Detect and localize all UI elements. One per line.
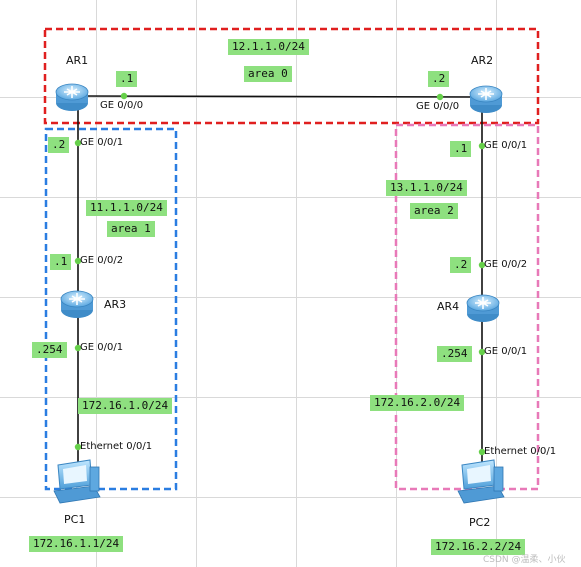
- host-id-ar3-g002: .1: [50, 254, 72, 270]
- device-name-pc2: PC2: [469, 516, 491, 529]
- interface-label-pc2-eth: Ethernet 0/0/1: [484, 446, 557, 457]
- network-label-12: 12.1.1.0/24: [228, 39, 309, 55]
- interface-label-ar1-g000: GE 0/0/0: [100, 100, 144, 111]
- router-icon[interactable]: [466, 294, 500, 322]
- host-id-ar1-g000: .1: [116, 71, 138, 87]
- host-id-ar3-g001: .254: [32, 342, 67, 358]
- host-id-ar4-g001: .254: [437, 346, 472, 362]
- port-dot-ar4-g002: [478, 261, 486, 269]
- device-name-ar3: AR3: [104, 298, 127, 311]
- port-dot-ar3-g001: [74, 344, 82, 352]
- network-label-lan2: 172.16.2.0/24: [370, 395, 465, 411]
- area-1-boundary: [44, 127, 178, 491]
- interface-label-ar2-g000: GE 0/0/0: [416, 101, 460, 112]
- device-name-ar4: AR4: [437, 300, 460, 313]
- host-id-ar4-g002: .2: [450, 257, 472, 273]
- interface-label-ar3-g001: GE 0/0/1: [80, 342, 124, 353]
- host-id-ar1-g001: .2: [48, 137, 70, 153]
- interface-label-ar3-g002: GE 0/0/2: [80, 255, 124, 266]
- port-dot-ar2-g000: [436, 93, 444, 101]
- port-dot-ar3-g002: [74, 257, 82, 265]
- port-dot-ar4-g001: [478, 348, 486, 356]
- network-label-lan1: 172.16.1.0/24: [78, 398, 173, 414]
- device-name-pc1: PC1: [64, 513, 86, 526]
- area-label-1: area 1: [107, 221, 155, 237]
- area-0-boundary: [43, 27, 540, 125]
- interface-label-pc1-eth: Ethernet 0/0/1: [80, 441, 153, 452]
- pc2-ip: 172.16.2.2/24: [431, 539, 526, 555]
- network-label-11: 11.1.1.0/24: [86, 200, 167, 216]
- device-name-ar2: AR2: [471, 54, 494, 67]
- interface-label-ar1-g001: GE 0/0/1: [80, 137, 124, 148]
- port-dot-ar2-g001: [478, 142, 486, 150]
- host-id-ar2-g001: .1: [450, 141, 472, 157]
- router-icon[interactable]: [60, 290, 94, 318]
- pc1-ip: 172.16.1.1/24: [29, 536, 124, 552]
- router-icon[interactable]: [469, 85, 503, 113]
- interface-label-ar4-g001: GE 0/0/1: [484, 346, 528, 357]
- port-dot-ar1-g001: [74, 139, 82, 147]
- port-dot-ar1-g000: [120, 92, 128, 100]
- link-ar1-ar2: [77, 95, 483, 98]
- port-dot-pc2-eth: [478, 448, 486, 456]
- interface-label-ar4-g002: GE 0/0/2: [484, 259, 528, 270]
- watermark: CSDN @温柔、小伙: [483, 555, 566, 565]
- area-label-2: area 2: [410, 203, 458, 219]
- network-label-13: 13.1.1.0/24: [386, 180, 467, 196]
- device-name-ar1: AR1: [66, 54, 89, 67]
- area-label-0: area 0: [244, 66, 292, 82]
- pc-icon[interactable]: [53, 459, 101, 504]
- pc-icon[interactable]: [457, 459, 505, 504]
- host-id-ar2-g000: .2: [428, 71, 450, 87]
- port-dot-pc1-eth: [74, 443, 82, 451]
- router-icon[interactable]: [55, 83, 89, 111]
- interface-label-ar2-g001: GE 0/0/1: [484, 140, 528, 151]
